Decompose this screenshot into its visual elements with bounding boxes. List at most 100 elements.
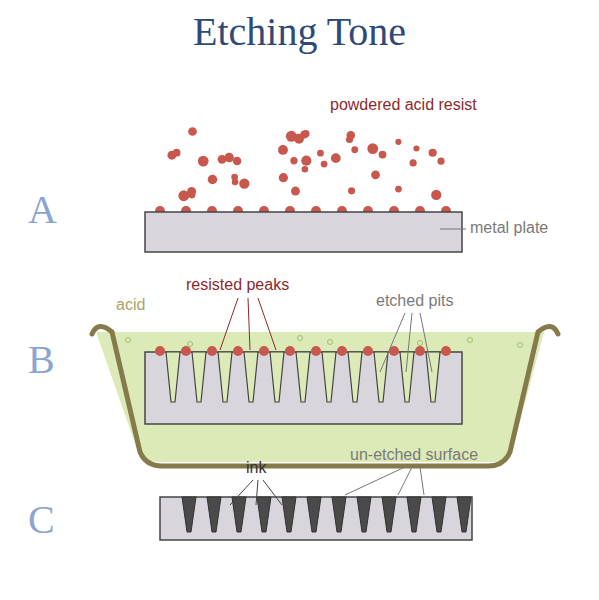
- stage-c-figure: [160, 497, 472, 540]
- resist-grain: [331, 153, 341, 163]
- inked-pit: [182, 497, 196, 532]
- resist-grain: [395, 139, 401, 145]
- resist-grain: [208, 175, 217, 184]
- resist-grain: [302, 166, 309, 173]
- bubble: [188, 342, 193, 347]
- etched-pits: [155, 346, 451, 402]
- resisted-peak: [441, 346, 451, 356]
- inked-pit: [207, 497, 221, 532]
- resisted-peak: [155, 346, 165, 356]
- resist-grain: [167, 151, 176, 160]
- bubble: [328, 340, 333, 345]
- inked-pit: [282, 497, 296, 532]
- resist-grain: [321, 161, 328, 168]
- acid-bath: [96, 332, 544, 462]
- part-label: ink: [246, 459, 266, 477]
- resist-grain: [178, 190, 189, 201]
- resist-grain: [371, 170, 380, 179]
- part-label: un-etched surface: [350, 446, 478, 464]
- resist-grain: [291, 187, 300, 196]
- etched-pit: [374, 352, 388, 402]
- resist-grain: [379, 151, 387, 159]
- etched-pit: [270, 352, 284, 402]
- leader-line: [406, 313, 412, 372]
- leader-line: [420, 467, 424, 495]
- inked-pit: [332, 497, 346, 532]
- resisted-peak: [181, 346, 191, 356]
- resist-grain: [437, 158, 444, 165]
- part-label: metal plate: [470, 219, 548, 237]
- resist-grain: [410, 159, 417, 166]
- resisted-peak: [207, 346, 217, 356]
- inked-pit: [232, 497, 246, 532]
- resist-grain: [239, 179, 249, 189]
- stage-a-figure: [145, 127, 462, 252]
- resisted-peak: [259, 346, 269, 356]
- leader-line: [256, 480, 258, 505]
- bubble: [418, 341, 423, 346]
- resist-grain: [233, 157, 242, 166]
- part-label: resisted peaks: [186, 276, 289, 294]
- metal-plate: [145, 212, 462, 252]
- etched-pit: [192, 352, 206, 402]
- resisted-peak: [337, 346, 347, 356]
- resist-grain: [413, 145, 419, 151]
- resisted-peak: [233, 346, 243, 356]
- inked-pit: [457, 497, 471, 532]
- part-label: etched pits: [376, 292, 453, 310]
- title: Etching Tone: [193, 8, 406, 55]
- etched-pit: [348, 352, 362, 402]
- leader-line: [263, 480, 282, 505]
- inked-pits: [182, 497, 471, 532]
- leader-line: [230, 480, 253, 505]
- resist-grain: [300, 131, 308, 139]
- stage-letter: C: [28, 496, 55, 543]
- resist-grain: [188, 191, 195, 198]
- part-label: acid: [116, 296, 145, 314]
- resist-grain: [224, 153, 233, 162]
- bubble: [126, 338, 131, 343]
- resist-grain: [395, 186, 402, 193]
- inked-pit: [357, 497, 371, 532]
- resist-powder: [155, 127, 451, 216]
- acid-bubbles: [126, 336, 523, 348]
- stage-b-figure: [92, 326, 558, 466]
- part-label: powdered acid resist: [330, 96, 477, 114]
- resist-grain: [429, 149, 437, 157]
- etched-pit: [296, 352, 310, 402]
- metal-plate: [145, 352, 462, 424]
- etched-pit: [244, 352, 258, 402]
- leader-lines: [220, 229, 466, 505]
- bubble: [518, 343, 523, 348]
- resist-grain: [351, 146, 358, 153]
- leader-line: [398, 467, 412, 495]
- leader-line: [420, 313, 432, 372]
- resist-grain: [188, 127, 197, 136]
- resist-grain: [278, 145, 288, 155]
- leader-line: [380, 313, 405, 372]
- resist-grain: [348, 187, 355, 194]
- stage-letter: A: [28, 186, 57, 233]
- stage-letter: B: [28, 336, 55, 383]
- resist-grain: [301, 156, 311, 166]
- etching-tray: [92, 326, 558, 466]
- etched-pit: [426, 352, 440, 402]
- resist-grain: [279, 173, 288, 182]
- inked-pit: [382, 497, 396, 532]
- resist-grain: [290, 157, 297, 164]
- leader-line: [248, 298, 250, 350]
- resisted-peak: [415, 346, 425, 356]
- resisted-peak: [363, 346, 373, 356]
- bubble: [298, 336, 303, 341]
- bubble: [468, 338, 473, 343]
- etched-pit: [166, 352, 180, 402]
- resisted-peak: [311, 346, 321, 356]
- inked-pit: [432, 497, 446, 532]
- resist-grain: [198, 156, 209, 167]
- leader-line: [258, 298, 276, 350]
- leader-line: [345, 467, 405, 495]
- leader-line: [220, 298, 238, 350]
- resist-grain: [317, 150, 324, 157]
